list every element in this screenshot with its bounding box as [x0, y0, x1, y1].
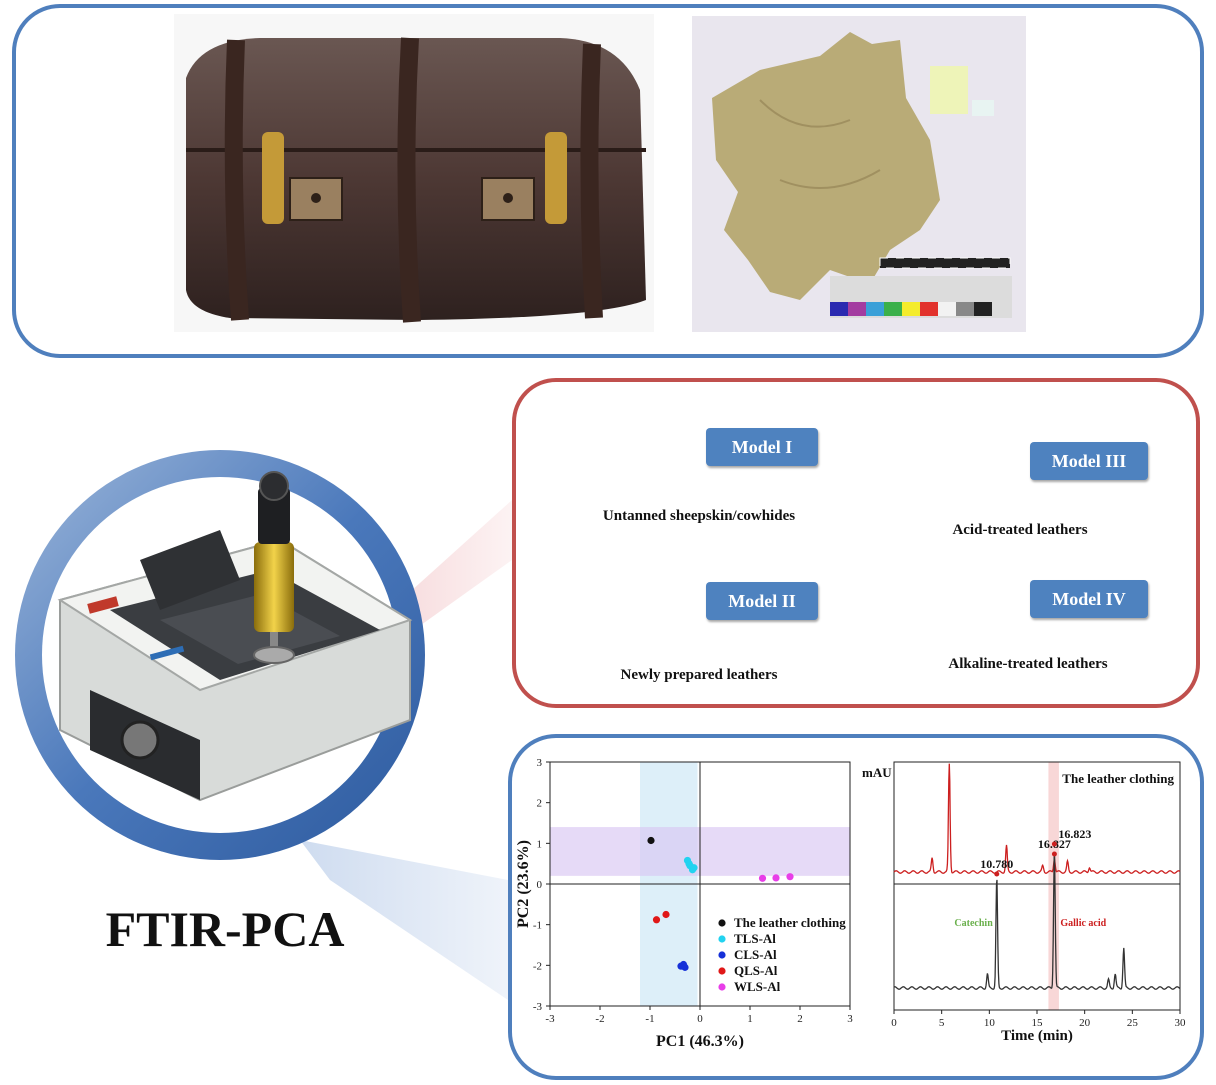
model-panel [512, 378, 1200, 708]
model-iii-caption: Acid-treated leathers [952, 522, 1088, 538]
model-ii-label: Model II [706, 582, 818, 620]
x-tick-label: 3 [847, 1013, 853, 1025]
leather-trunk-photo [174, 14, 654, 332]
chart-connector [300, 840, 508, 1000]
scatter-point [772, 874, 780, 882]
x-tick-label: 10 [984, 1017, 996, 1029]
chromatogram-frame [893, 761, 1181, 1011]
method-title: FTIR-PCA [105, 901, 345, 957]
model-ii-caption: Newly prepared leathers [620, 667, 778, 683]
peak-label: 16.823 [1058, 827, 1091, 841]
y-axis-label: PC2 (23.6%) [515, 840, 532, 928]
scatter-point [758, 874, 767, 882]
legend-marker [718, 935, 726, 943]
x-axis-label: PC1 (46.3%) [656, 1033, 744, 1050]
legend-entry: QLS-Al [734, 963, 778, 978]
chromatogram-trace [893, 853, 1181, 990]
x-axis-label: Time (min) [1001, 1028, 1073, 1044]
legend-entry: WLS-Al [734, 979, 781, 994]
scatter-point [662, 910, 670, 919]
scatter-point [652, 916, 661, 924]
legend-entry: The leather clothing [734, 915, 846, 930]
scatter-point [681, 963, 689, 971]
model-iv-caption: Alkaline-treated leathers [948, 656, 1108, 672]
x-tick-label: 0 [891, 1017, 897, 1029]
scatter-point [685, 860, 693, 868]
peak-marker [1051, 841, 1057, 847]
legend-marker [718, 919, 726, 927]
x-tick-label: -2 [595, 1013, 604, 1025]
y-tick-label: 0 [537, 879, 543, 891]
scatter-point [647, 836, 655, 845]
x-tick-label: 15 [1032, 1017, 1044, 1029]
y-tick-label: 3 [537, 757, 543, 769]
ftir-instrument-illustration [15, 450, 425, 860]
x-tick-label: 1 [747, 1013, 753, 1025]
x-tick-label: 30 [1175, 1017, 1187, 1029]
legend-marker [718, 967, 726, 975]
model-connector [390, 500, 512, 640]
x-tick-label: 0 [697, 1013, 703, 1025]
x-tick-label: -3 [545, 1013, 555, 1025]
legend-marker [718, 983, 726, 991]
x-tick-label: -1 [645, 1013, 654, 1025]
y-tick-label: -3 [533, 1001, 543, 1013]
model-iv-label: Model IV [1030, 580, 1148, 618]
y-axis-label: mAU [862, 765, 892, 780]
x-tick-label: 20 [1079, 1017, 1091, 1029]
y-tick-label: -2 [533, 960, 542, 972]
y-tick-label: 2 [537, 798, 543, 810]
compound-label: Catechin [954, 918, 993, 929]
model-i-label: Model I [706, 428, 818, 466]
chromatogram-trace [893, 763, 1181, 874]
trace-title: The leather clothing [1062, 771, 1174, 786]
legend-marker [718, 951, 726, 959]
legend-entry: TLS-Al [734, 931, 776, 946]
model-i-caption: Untanned sheepskin/cowhides [602, 508, 796, 524]
x-tick-label: 25 [1127, 1017, 1139, 1029]
x-tick-label: 5 [939, 1017, 945, 1029]
scatter-point [786, 873, 794, 881]
legend-entry: CLS-Al [734, 947, 777, 962]
model-iii-label: Model III [1030, 442, 1148, 480]
peak-label: 10.780 [980, 857, 1013, 871]
leather-clothing-photo [692, 16, 1026, 332]
scatter-point [690, 864, 698, 872]
peak-marker [1051, 851, 1057, 857]
y-tick-label: 1 [537, 838, 543, 850]
peak-marker [994, 871, 1000, 877]
x-tick-label: 2 [797, 1013, 803, 1025]
compound-label: Gallic acid [1060, 918, 1106, 929]
y-tick-label: -1 [533, 920, 542, 932]
results-panel [508, 734, 1204, 1080]
